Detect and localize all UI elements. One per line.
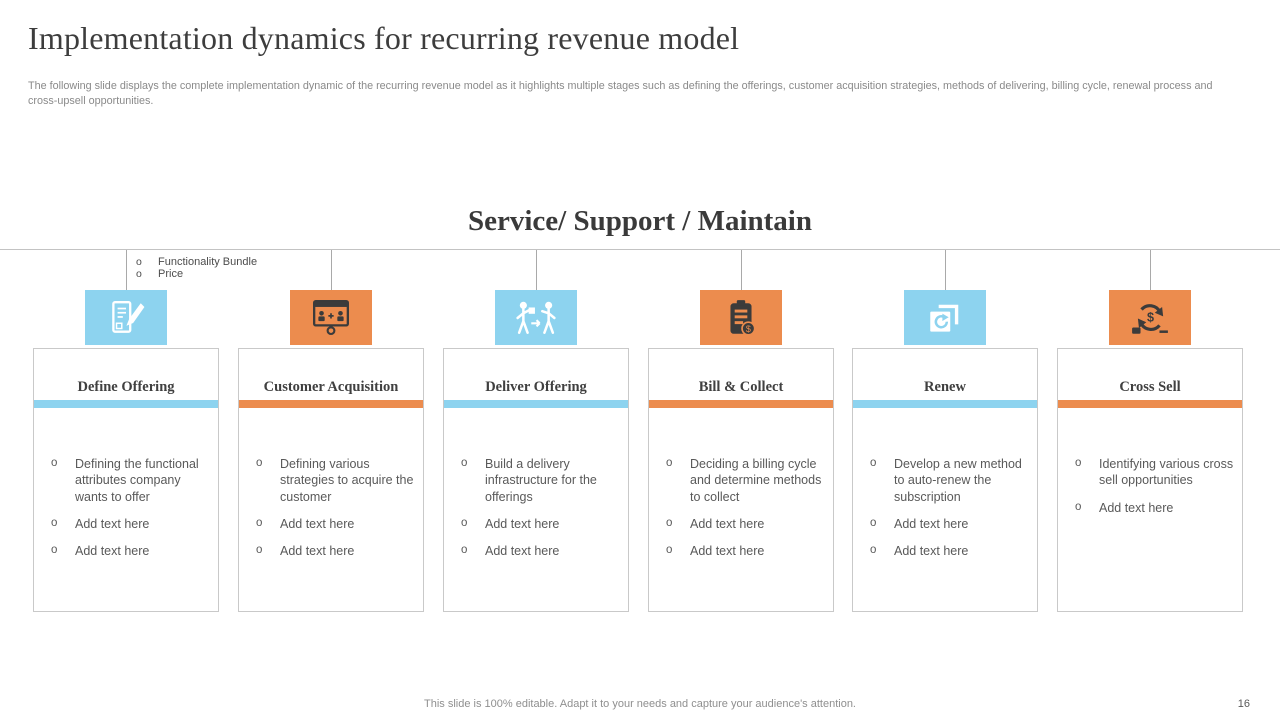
bullet-text: Defining various strategies to acquire t… bbox=[280, 457, 414, 504]
process-column-deliver-offering: Deliver Offering Build a delivery infras… bbox=[443, 250, 629, 613]
browser-users-icon bbox=[313, 299, 349, 335]
bullet-text: Add text here bbox=[485, 516, 560, 531]
bullet-item: Add text here bbox=[251, 543, 415, 559]
bullet-item: Add text here bbox=[661, 543, 825, 559]
connector-line bbox=[1150, 250, 1151, 290]
stage-title: Customer Acquisition bbox=[263, 379, 399, 395]
svg-text:$: $ bbox=[1147, 310, 1154, 324]
bullet-item: Add text here bbox=[661, 516, 825, 532]
accent-bar bbox=[1058, 400, 1242, 408]
stage-title: Cross Sell bbox=[1119, 379, 1181, 395]
bullet-item: Add text here bbox=[46, 543, 210, 559]
page-title: Implementation dynamics for recurring re… bbox=[28, 20, 740, 56]
connector-line bbox=[126, 250, 127, 290]
bullet-item: Add text here bbox=[456, 516, 620, 532]
stage-icon-box: $ bbox=[1109, 290, 1191, 345]
process-column-customer-acquisition: Customer Acquisition Defining various st… bbox=[238, 250, 424, 613]
people-exchange-icon bbox=[516, 301, 556, 334]
process-column-bill-collect: $ Bill & Collect Deciding a billing cycl… bbox=[648, 250, 834, 613]
accent-bar bbox=[239, 400, 423, 408]
bullet-item: Deciding a billing cycle and determine m… bbox=[661, 456, 825, 505]
bullet-text: Build a delivery infrastructure for the … bbox=[485, 457, 597, 504]
bullet-item: Add text here bbox=[251, 516, 415, 532]
stage-bullet-list: Defining the functional attributes compa… bbox=[34, 456, 218, 559]
bullet-item: Defining various strategies to acquire t… bbox=[251, 456, 415, 505]
stage-card: Deliver Offering Build a delivery infras… bbox=[443, 348, 629, 612]
annotation-item: Functionality Bundle bbox=[134, 256, 258, 269]
bullet-text: Deciding a billing cycle and determine m… bbox=[690, 457, 822, 504]
bullet-item: Add text here bbox=[46, 516, 210, 532]
stage-bullet-list: Identifying various cross sell opportuni… bbox=[1058, 456, 1242, 516]
bullet-text: Add text here bbox=[280, 516, 355, 531]
stage-icon-box bbox=[290, 290, 372, 345]
section-header: Service/ Support / Maintain bbox=[468, 205, 812, 237]
cross-sell-icon: $ bbox=[1132, 303, 1168, 334]
feature-annotation-list: Functionality BundlePrice bbox=[134, 256, 258, 281]
bullet-item: Defining the functional attributes compa… bbox=[46, 456, 210, 505]
document-pencil-icon bbox=[112, 300, 145, 333]
stage-card: Define Offering Defining the functional … bbox=[33, 348, 219, 612]
connector-line bbox=[331, 250, 332, 290]
bullet-item: Add text here bbox=[865, 516, 1029, 532]
bullet-text: Add text here bbox=[690, 516, 765, 531]
bullet-text: Add text here bbox=[1099, 500, 1174, 515]
bullet-text: Defining the functional attributes compa… bbox=[75, 457, 199, 504]
bullet-text: Add text here bbox=[894, 544, 969, 558]
stage-card: Cross Sell Identifying various cross sel… bbox=[1057, 348, 1243, 612]
annotation-text: Price bbox=[158, 267, 184, 280]
connector-line bbox=[741, 250, 742, 290]
stage-title: Bill & Collect bbox=[698, 379, 784, 395]
accent-bar bbox=[34, 400, 218, 408]
process-column-define-offering: Define Offering Defining the functional … bbox=[33, 250, 219, 613]
bullet-text: Identifying various cross sell opportuni… bbox=[1099, 457, 1234, 488]
stage-icon-box bbox=[495, 290, 577, 345]
bullet-text: Develop a new method to auto-renew the s… bbox=[894, 457, 1022, 504]
annotation-item: Price bbox=[134, 267, 257, 281]
connector-line bbox=[945, 250, 946, 290]
stage-card: Customer Acquisition Defining various st… bbox=[238, 348, 424, 612]
stage-card: Bill & Collect Deciding a billing cycle … bbox=[648, 348, 834, 612]
annotation-text: Functionality Bundle bbox=[158, 256, 258, 268]
bullet-text: Add text here bbox=[280, 544, 355, 558]
page-number: 16 bbox=[1237, 698, 1250, 710]
bullet-text: Add text here bbox=[485, 544, 560, 558]
slide-subtitle: The following slide displays the complet… bbox=[28, 80, 1213, 107]
stage-card: Renew Develop a new method to auto-renew… bbox=[852, 348, 1038, 612]
bullet-text: Add text here bbox=[75, 544, 150, 558]
divider-line bbox=[0, 249, 1280, 250]
bullet-item: Develop a new method to auto-renew the s… bbox=[865, 456, 1029, 505]
bullet-item: Build a delivery infrastructure for the … bbox=[456, 456, 620, 505]
clipboard-dollar-icon: $ bbox=[730, 299, 756, 336]
stage-title: Deliver Offering bbox=[485, 379, 587, 395]
svg-text:$: $ bbox=[746, 323, 751, 333]
stage-bullet-list: Deciding a billing cycle and determine m… bbox=[649, 456, 833, 559]
stage-icon-box bbox=[85, 290, 167, 345]
stage-icon-box: $ bbox=[700, 290, 782, 345]
bullet-text: Add text here bbox=[894, 516, 969, 531]
footer-note: This slide is 100% editable. Adapt it to… bbox=[424, 698, 856, 710]
stage-icon-box bbox=[904, 290, 986, 345]
accent-bar bbox=[649, 400, 833, 408]
stage-bullet-list: Develop a new method to auto-renew the s… bbox=[853, 456, 1037, 559]
connector-line bbox=[536, 250, 537, 290]
process-column-renew: Renew Develop a new method to auto-renew… bbox=[852, 250, 1038, 613]
bullet-item: Identifying various cross sell opportuni… bbox=[1070, 456, 1234, 489]
renew-icon bbox=[930, 304, 959, 332]
bullet-item: Add text here bbox=[1070, 500, 1234, 516]
stage-title: Define Offering bbox=[77, 379, 175, 395]
accent-bar bbox=[853, 400, 1037, 408]
accent-bar bbox=[444, 400, 628, 408]
stage-bullet-list: Build a delivery infrastructure for the … bbox=[444, 456, 628, 559]
bullet-text: Add text here bbox=[75, 516, 150, 531]
bullet-item: Add text here bbox=[456, 543, 620, 559]
bullet-text: Add text here bbox=[690, 544, 765, 558]
stage-bullet-list: Defining various strategies to acquire t… bbox=[239, 456, 423, 559]
stage-title: Renew bbox=[924, 379, 966, 395]
bullet-item: Add text here bbox=[865, 543, 1029, 559]
process-column-cross-sell: $ Cross Sell Identifying various cross s… bbox=[1057, 250, 1243, 613]
